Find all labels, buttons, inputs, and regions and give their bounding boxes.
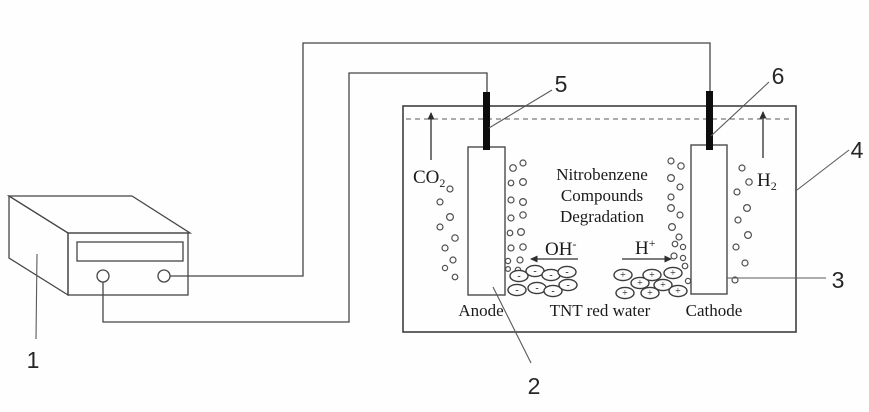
- oh-ion-label: OH-: [545, 237, 576, 260]
- callout-number-1: 1: [27, 347, 40, 373]
- power-supply-display: [76, 241, 184, 262]
- caption-line-3: Degradation: [560, 207, 645, 226]
- callout-anode: 2: [492, 286, 541, 399]
- particle-charge: +: [637, 278, 643, 289]
- gas-bubbles-right-of-cathode: [731, 164, 753, 284]
- negative-particles-near-anode: - - - - - - - -: [507, 264, 578, 298]
- h2-label: H2: [757, 170, 777, 193]
- wire-to-cathode: [170, 42, 711, 277]
- callout-cathode: 3: [727, 267, 844, 293]
- callout-tank: 4: [796, 137, 864, 191]
- center-caption: Nitrobenzene Compounds Degradation: [556, 165, 648, 226]
- positive-particles-near-cathode: + + + + + + + +: [613, 266, 688, 300]
- callout-number-4: 4: [851, 137, 864, 163]
- gas-bubbles-left-of-cathode: [666, 157, 692, 285]
- power-supply: [6, 194, 193, 297]
- wire-to-anode: [102, 72, 488, 323]
- particle-charge: -: [566, 280, 569, 291]
- callout-number-5: 5: [555, 71, 568, 97]
- caption-line-2: Compounds: [561, 186, 643, 205]
- co2-label: CO2: [413, 167, 445, 190]
- particle-charge: -: [551, 286, 554, 297]
- particle-charge: -: [517, 271, 520, 282]
- particle-charge: -: [565, 267, 568, 278]
- callout-number-3: 3: [832, 267, 845, 293]
- h-ion-label: H+: [635, 236, 656, 259]
- gas-bubbles-right-of-anode: [504, 159, 527, 274]
- anode-label: Anode: [458, 301, 503, 320]
- particle-charge: +: [649, 270, 655, 281]
- anode-plate: [467, 146, 506, 296]
- particle-charge: +: [647, 288, 653, 299]
- power-supply-front-face: [67, 232, 189, 296]
- particle-charge: +: [660, 280, 666, 291]
- electrolysis-tank: [402, 105, 797, 333]
- particle-charge: -: [515, 285, 518, 296]
- particle-charge: -: [535, 283, 538, 294]
- callout-anode-lead: 5: [488, 71, 568, 129]
- callout-power-supply: 1: [27, 253, 40, 373]
- callout-number-6: 6: [772, 63, 785, 89]
- particle-charge: +: [675, 286, 681, 297]
- callout-cathode-lead: 6: [710, 63, 785, 137]
- gas-bubbles-left-of-anode: [436, 185, 459, 281]
- power-supply-side-face: [8, 194, 69, 297]
- cathode-rod: [706, 91, 713, 150]
- particle-charge: +: [670, 268, 676, 279]
- callout-number-2: 2: [528, 373, 541, 399]
- particle-charge: -: [533, 266, 536, 277]
- power-supply-terminal-left: [96, 269, 110, 283]
- particle-charge: +: [620, 270, 626, 281]
- anode-rod: [483, 92, 490, 150]
- caption-line-1: Nitrobenzene: [556, 165, 648, 184]
- cathode-label: Cathode: [686, 301, 743, 320]
- particle-charge: +: [622, 288, 628, 299]
- particle-charge: -: [549, 270, 552, 281]
- tnt-red-water-label: TNT red water: [550, 301, 651, 320]
- power-supply-terminal-right: [157, 269, 171, 283]
- power-supply-top-face: [6, 195, 193, 234]
- cathode-plate: [690, 144, 728, 295]
